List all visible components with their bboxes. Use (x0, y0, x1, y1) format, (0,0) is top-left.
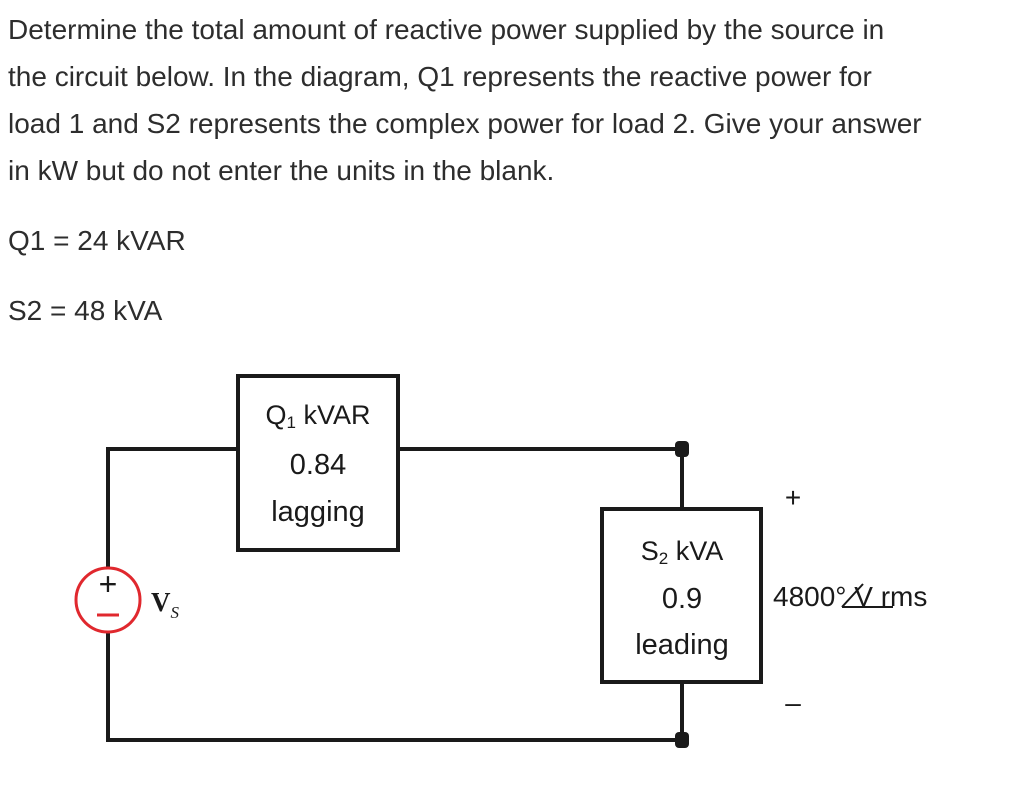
question-line-4: in kW but do not enter the units in the … (8, 155, 555, 186)
question-line-3: load 1 and S2 represents the complex pow… (8, 108, 922, 139)
load1-name: Q (266, 400, 287, 430)
circuit-wires (106, 447, 684, 742)
load2-box (600, 507, 763, 684)
load1-pf: 0.84 (290, 449, 346, 481)
question-text: Determine the total amount of reactive p… (8, 6, 1018, 194)
voltage-magnitude: 480 (773, 581, 820, 612)
question-line-2: the circuit below. In the diagram, Q1 re… (8, 61, 872, 92)
source-label: VS (151, 587, 180, 622)
load2-type: leading (635, 629, 729, 661)
load2-unit: kVA (668, 536, 723, 566)
load1-title: Q1 kVAR (266, 400, 371, 432)
load2-subscript: 2 (659, 549, 668, 568)
load1-subscript: 1 (287, 413, 296, 432)
load2-pf: 0.9 (662, 583, 702, 615)
given-q1: Q1 = 24 kVAR (8, 225, 186, 256)
node-bottom (675, 732, 689, 748)
load1-type: lagging (271, 496, 365, 528)
source-plus: + (99, 566, 118, 602)
source-name: V (151, 587, 171, 617)
question-line-1: Determine the total amount of reactive p… (8, 14, 885, 45)
source-subscript: S (171, 603, 180, 622)
node-top (675, 441, 689, 457)
load2-name: S (641, 536, 659, 566)
load1-unit: kVAR (296, 400, 371, 430)
angle-symbol (841, 583, 864, 608)
voltage-source-circle (74, 566, 142, 634)
voltage-minus: – (785, 687, 801, 718)
voltage-plus: + (785, 482, 801, 513)
load2-title: S2 kVA (641, 536, 724, 568)
load1-box (236, 374, 400, 552)
given-s2: S2 = 48 kVA (8, 295, 163, 326)
